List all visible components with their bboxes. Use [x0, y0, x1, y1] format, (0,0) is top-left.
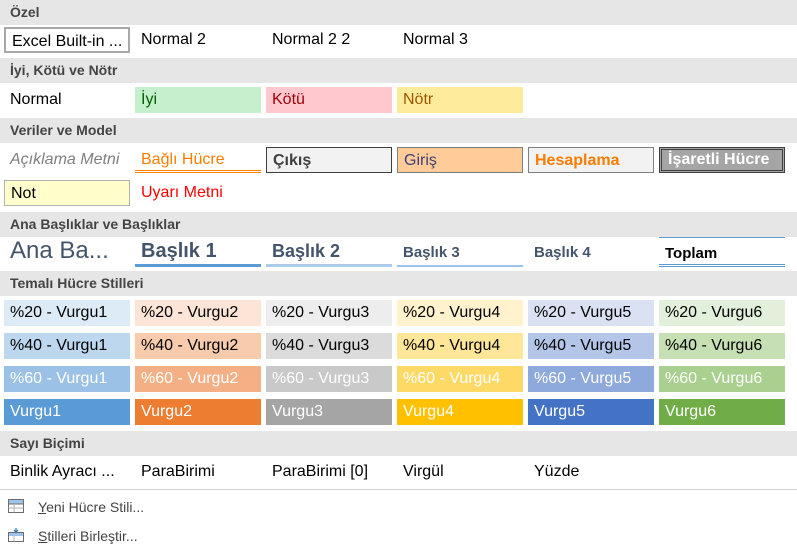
style-excel-builtin[interactable]: Excel Built-in ...: [4, 27, 130, 53]
style-20-accent3[interactable]: %20 - Vurgu3: [266, 300, 392, 326]
style-40-accent6[interactable]: %40 - Vurgu6: [659, 333, 785, 359]
style-heading-1[interactable]: Başlık 1: [135, 237, 261, 267]
style-normal-3[interactable]: Normal 3: [403, 31, 468, 48]
style-accent2[interactable]: Vurgu2: [135, 399, 261, 425]
style-percent[interactable]: Yüzde: [534, 463, 580, 480]
style-output[interactable]: Çıkış: [266, 147, 392, 173]
new-style-label: eni Hücre Stili...: [46, 499, 145, 515]
style-40-accent5[interactable]: %40 - Vurgu5: [528, 333, 654, 359]
style-note[interactable]: Not: [4, 180, 130, 206]
merge-styles-label: tilleri Birleştir...: [47, 528, 138, 544]
section-header-custom: Özel: [0, 0, 797, 25]
section-header-data-model: Veriler ve Model: [0, 118, 797, 143]
style-bad[interactable]: Kötü: [266, 87, 392, 113]
style-normal[interactable]: Normal: [10, 91, 62, 108]
new-style-icon: [8, 499, 24, 513]
section-header-titles: Ana Başlıklar ve Başlıklar: [0, 212, 797, 237]
style-linked-cell[interactable]: Bağlı Hücre: [135, 147, 261, 173]
style-neutral[interactable]: Nötr: [397, 87, 523, 113]
style-60-accent3[interactable]: %60 - Vurgu3: [266, 366, 392, 392]
style-accent5[interactable]: Vurgu5: [528, 399, 654, 425]
style-accent3[interactable]: Vurgu3: [266, 399, 392, 425]
style-total[interactable]: Toplam: [659, 237, 785, 267]
merge-styles-accelerator: S: [38, 528, 48, 544]
style-20-accent4[interactable]: %20 - Vurgu4: [397, 300, 523, 326]
style-20-accent6[interactable]: %20 - Vurgu6: [659, 300, 785, 326]
style-heading-2[interactable]: Başlık 2: [266, 237, 392, 267]
section-header-themed: Temalı Hücre Stilleri: [0, 271, 797, 296]
style-heading-4[interactable]: Başlık 4: [534, 244, 591, 261]
merge-styles-menu-item[interactable]: Stilleri Birleştir...: [0, 524, 797, 548]
section-header-good-bad-neutral: İyi, Kötü ve Nötr: [0, 58, 797, 83]
style-accent4[interactable]: Vurgu4: [397, 399, 523, 425]
style-normal-2-2[interactable]: Normal 2 2: [272, 31, 351, 48]
style-calculation[interactable]: Hesaplama: [528, 147, 654, 173]
style-accent6[interactable]: Vurgu6: [659, 399, 785, 425]
style-normal-2[interactable]: Normal 2: [141, 31, 206, 48]
style-heading-3[interactable]: Başlık 3: [397, 237, 523, 267]
style-currency-0[interactable]: ParaBirimi [0]: [272, 463, 369, 480]
style-40-accent1[interactable]: %40 - Vurgu1: [4, 333, 130, 359]
style-60-accent6[interactable]: %60 - Vurgu6: [659, 366, 785, 392]
new-style-accelerator: Y: [38, 499, 47, 515]
style-good[interactable]: İyi: [135, 87, 261, 113]
style-20-accent5[interactable]: %20 - Vurgu5: [528, 300, 654, 326]
merge-styles-icon: [8, 528, 24, 542]
menu-separator: [0, 489, 797, 490]
section-header-number-format: Sayı Biçimi: [0, 431, 797, 456]
style-20-accent2[interactable]: %20 - Vurgu2: [135, 300, 261, 326]
new-cell-style-menu-item[interactable]: Yeni Hücre Stili...: [0, 495, 797, 519]
style-60-accent2[interactable]: %60 - Vurgu2: [135, 366, 261, 392]
style-60-accent4[interactable]: %60 - Vurgu4: [397, 366, 523, 392]
style-warning-text[interactable]: Uyarı Metni: [141, 184, 223, 201]
style-explanatory-text[interactable]: Açıklama Metni: [10, 151, 120, 168]
style-40-accent2[interactable]: %40 - Vurgu2: [135, 333, 261, 359]
style-60-accent5[interactable]: %60 - Vurgu5: [528, 366, 654, 392]
style-comma[interactable]: Binlik Ayracı ...: [10, 463, 115, 480]
style-check-cell[interactable]: İşaretli Hücre: [659, 147, 785, 173]
style-title[interactable]: Ana Ba...: [10, 237, 109, 264]
style-currency[interactable]: ParaBirimi: [141, 463, 215, 480]
style-comma-0[interactable]: Virgül: [403, 463, 444, 480]
style-40-accent3[interactable]: %40 - Vurgu3: [266, 333, 392, 359]
style-input[interactable]: Giriş: [397, 147, 523, 173]
style-60-accent1[interactable]: %60 - Vurgu1: [4, 366, 130, 392]
style-40-accent4[interactable]: %40 - Vurgu4: [397, 333, 523, 359]
style-accent1[interactable]: Vurgu1: [4, 399, 130, 425]
style-20-accent1[interactable]: %20 - Vurgu1: [4, 300, 130, 326]
